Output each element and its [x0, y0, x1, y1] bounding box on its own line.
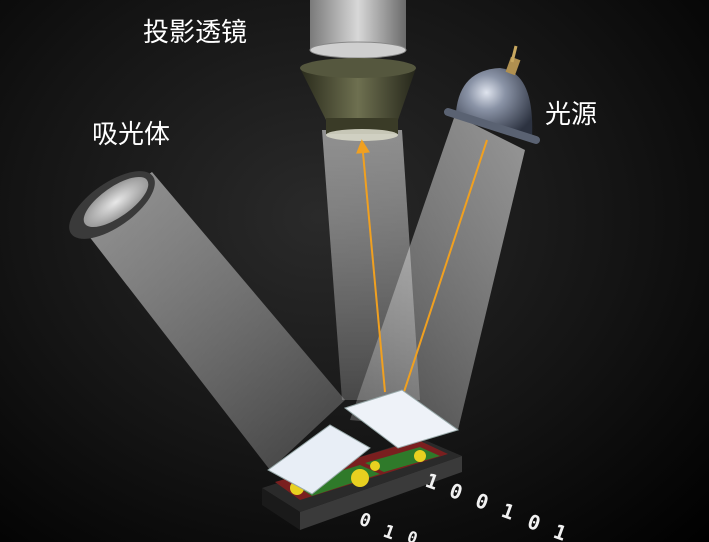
bit-digit: 0: [472, 488, 492, 515]
bit-digit: 0: [405, 527, 421, 542]
light-source-label: 光源: [545, 100, 598, 130]
bit-digit: 0: [356, 509, 373, 532]
bit-digit: 0: [446, 478, 466, 505]
reflected-ray-arrow: [356, 139, 386, 393]
bit-digit: 1: [550, 519, 570, 542]
projection-lens-label: 投影透镜: [143, 18, 248, 48]
light-absorber-label: 吸光体: [92, 120, 171, 150]
bit-digit: 1: [380, 521, 397, 542]
bit-digit: 0: [524, 509, 544, 536]
source-beam: [350, 115, 525, 430]
incident-ray-arrow: [394, 139, 488, 413]
micromirror-off: [267, 424, 371, 495]
lamp-icon: [444, 45, 540, 144]
micromirror-on: [343, 389, 460, 449]
absorber-beam: [78, 172, 345, 470]
absorber-icon: [69, 171, 155, 239]
projection-lens-icon: [300, 0, 416, 141]
bit-digit: 1: [498, 498, 518, 525]
